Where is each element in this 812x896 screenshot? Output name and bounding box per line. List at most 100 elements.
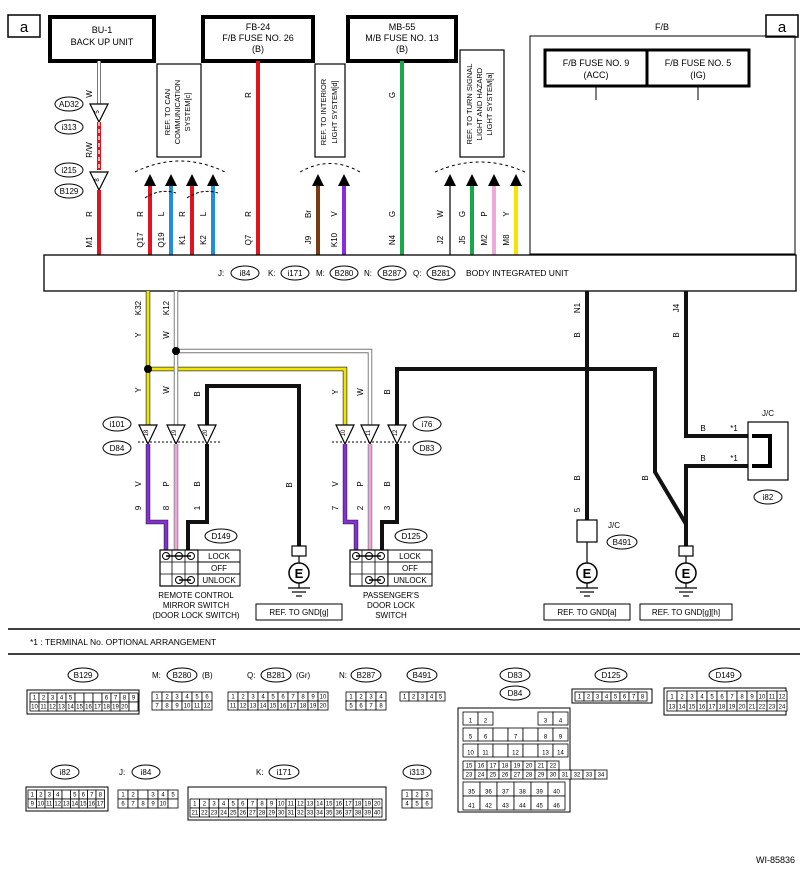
svg-text:REF. TO GND[g]: REF. TO GND[g]: [269, 608, 328, 617]
svg-text:5: 5: [171, 793, 175, 799]
fuse5-title: F/B FUSE NO. 5: [665, 58, 732, 68]
connector-i313: [54, 119, 84, 135]
svg-text:B491: B491: [613, 538, 632, 547]
svg-text:35: 35: [468, 790, 475, 796]
svg-text:R: R: [136, 211, 145, 217]
svg-text:(DOOR LOCK SWITCH): (DOOR LOCK SWITCH): [152, 611, 239, 620]
svg-text:K:: K:: [256, 768, 264, 777]
svg-text:B129: B129: [60, 187, 79, 196]
svg-text:B: B: [700, 454, 705, 463]
svg-text:8: 8: [165, 704, 169, 710]
svg-text:34: 34: [598, 773, 605, 779]
svg-text:20: 20: [121, 705, 128, 711]
svg-text:11: 11: [194, 704, 201, 710]
conn-b281: [426, 265, 456, 281]
corner-marker-left: [7, 14, 41, 38]
svg-text:13: 13: [63, 802, 70, 808]
svg-text:9: 9: [559, 735, 563, 741]
svg-text:5: 5: [710, 695, 714, 701]
svg-text:UNLOCK: UNLOCK: [393, 576, 427, 585]
svg-text:12: 12: [779, 695, 786, 701]
svg-text:13: 13: [669, 705, 676, 711]
svg-text:23: 23: [211, 811, 218, 817]
svg-text:1: 1: [670, 695, 674, 701]
legend-b491: [406, 667, 438, 683]
svg-text:3: 3: [383, 505, 392, 510]
svg-text:15: 15: [80, 802, 87, 808]
svg-text:28: 28: [526, 773, 533, 779]
svg-text:i82: i82: [763, 493, 774, 502]
svg-text:i82: i82: [60, 768, 71, 777]
svg-text:E: E: [583, 566, 592, 581]
wire-label-bu-r: R: [85, 211, 94, 217]
svg-text:7: 7: [632, 695, 636, 701]
svg-text:B: B: [573, 332, 582, 337]
svg-text:10: 10: [184, 704, 191, 710]
svg-text:P: P: [356, 481, 365, 486]
svg-text:E: E: [682, 566, 691, 581]
svg-text:K12: K12: [162, 300, 171, 315]
svg-text:15: 15: [466, 764, 473, 770]
svg-text:REF. TO INTERIOR: REF. TO INTERIOR: [319, 78, 328, 145]
svg-text:25: 25: [230, 811, 237, 817]
svg-text:35: 35: [326, 811, 333, 817]
svg-text:Y: Y: [134, 387, 143, 393]
svg-text:J4: J4: [672, 303, 681, 312]
svg-text:V: V: [331, 481, 340, 487]
svg-text:38: 38: [519, 790, 526, 796]
svg-text:4: 4: [700, 695, 704, 701]
svg-text:B: B: [573, 475, 582, 480]
svg-text:8: 8: [95, 178, 101, 182]
svg-text:P: P: [480, 211, 489, 216]
svg-text:L: L: [199, 211, 208, 216]
svg-text:SWITCH: SWITCH: [375, 611, 407, 620]
svg-text:18: 18: [719, 705, 726, 711]
svg-text:45: 45: [536, 804, 543, 810]
corner-marker-right-text: a: [778, 19, 787, 36]
svg-text:REF. TO GND[a]: REF. TO GND[a]: [557, 608, 616, 617]
svg-text:2: 2: [587, 695, 591, 701]
legend-b280: [166, 667, 198, 683]
svg-text:W: W: [162, 331, 171, 339]
svg-text:18: 18: [355, 802, 362, 808]
svg-text:i101: i101: [109, 420, 125, 429]
svg-text:33: 33: [586, 773, 593, 779]
svg-text:11: 11: [482, 751, 489, 757]
svg-text:R: R: [244, 211, 253, 217]
connector-i101: [102, 416, 132, 432]
svg-text:10: 10: [759, 695, 766, 701]
svg-text:*1: *1: [730, 454, 738, 463]
wire-v-rc: [145, 444, 169, 550]
wire-v-pd: [342, 444, 359, 550]
svg-text:18: 18: [144, 429, 150, 436]
svg-text:36: 36: [335, 811, 342, 817]
svg-text:1: 1: [405, 793, 409, 799]
svg-text:2: 2: [165, 695, 169, 701]
svg-text:10: 10: [31, 705, 38, 711]
wire-jc-out: [684, 464, 758, 548]
svg-text:10: 10: [341, 429, 347, 436]
svg-text:38: 38: [355, 811, 362, 817]
svg-text:6: 6: [425, 802, 429, 808]
svg-text:(Gr): (Gr): [296, 671, 311, 680]
svg-text:26: 26: [239, 811, 246, 817]
svg-text:31: 31: [287, 811, 294, 817]
svg-text:11: 11: [288, 802, 295, 808]
mb55-sub: M/B FUSE NO. 13: [365, 33, 439, 43]
svg-text:K32: K32: [134, 300, 143, 315]
svg-text:R: R: [178, 211, 187, 217]
wire-label-bu-w: W: [85, 90, 94, 98]
svg-text:i215: i215: [61, 166, 77, 175]
svg-text:4: 4: [605, 695, 609, 701]
svg-text:5: 5: [415, 802, 419, 808]
svg-text:4: 4: [56, 793, 60, 799]
svg-text:5: 5: [95, 110, 101, 114]
svg-text:K1: K1: [178, 235, 187, 245]
body-integrated-unit: [43, 254, 797, 292]
svg-text:44: 44: [519, 804, 526, 810]
svg-text:14: 14: [260, 704, 267, 710]
svg-text:17: 17: [94, 705, 101, 711]
corner-marker-right: [765, 14, 799, 38]
svg-text:31: 31: [562, 773, 569, 779]
connector-d149: [204, 528, 238, 544]
